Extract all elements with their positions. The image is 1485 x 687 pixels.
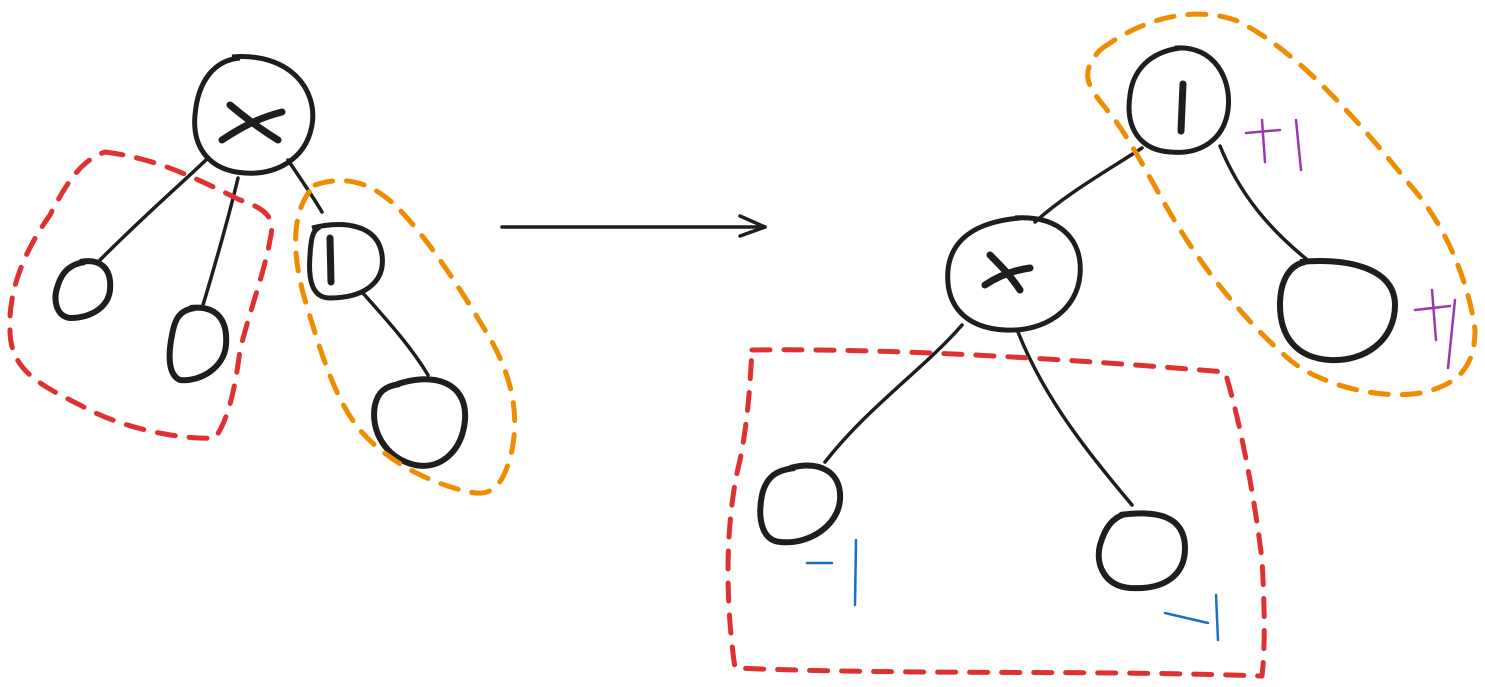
before-root-node bbox=[192, 54, 316, 176]
before-right-subtree-region bbox=[293, 178, 518, 496]
annotation-root-delta bbox=[1244, 118, 1303, 172]
after-tree bbox=[725, 11, 1478, 679]
edge-root-to-middle-leaf bbox=[201, 176, 240, 307]
before-one-node bbox=[307, 222, 385, 301]
one-glyph bbox=[1177, 80, 1187, 135]
after-root-node bbox=[1126, 45, 1232, 155]
right-arrow-icon bbox=[500, 214, 767, 238]
edge-one-root-to-right-leaf bbox=[1218, 144, 1312, 264]
after-left-subtrees-region bbox=[725, 347, 1267, 679]
one-glyph bbox=[326, 234, 335, 286]
annotation-right-leaf-delta bbox=[1413, 288, 1457, 370]
before-tree bbox=[7, 54, 518, 496]
annotation-left-leaf-delta bbox=[805, 538, 858, 607]
after-leaf-right bbox=[1277, 258, 1398, 364]
annotation-right-inner-leaf-delta bbox=[1163, 593, 1220, 642]
before-leaf-middle bbox=[166, 304, 230, 384]
edge-x-to-left-leaf bbox=[823, 323, 964, 464]
edge-root-to-one-node bbox=[286, 158, 324, 214]
edge-root-to-left-leaf bbox=[98, 156, 210, 262]
edge-one-node-to-leaf bbox=[360, 290, 430, 377]
after-right-subtree-region bbox=[1085, 11, 1478, 398]
x-glyph bbox=[981, 251, 1034, 294]
annotations bbox=[805, 118, 1457, 642]
edge-one-root-to-x bbox=[1033, 146, 1144, 224]
before-leaf-left bbox=[52, 258, 114, 321]
before-leaf-right bbox=[371, 376, 469, 469]
after-x-node bbox=[945, 215, 1083, 333]
edge-x-to-right-leaf bbox=[1016, 330, 1134, 507]
after-leaf-left bbox=[757, 462, 844, 546]
x-glyph bbox=[218, 101, 286, 144]
before-left-subtrees-region bbox=[7, 149, 275, 441]
after-leaf-right-inner bbox=[1095, 510, 1188, 592]
